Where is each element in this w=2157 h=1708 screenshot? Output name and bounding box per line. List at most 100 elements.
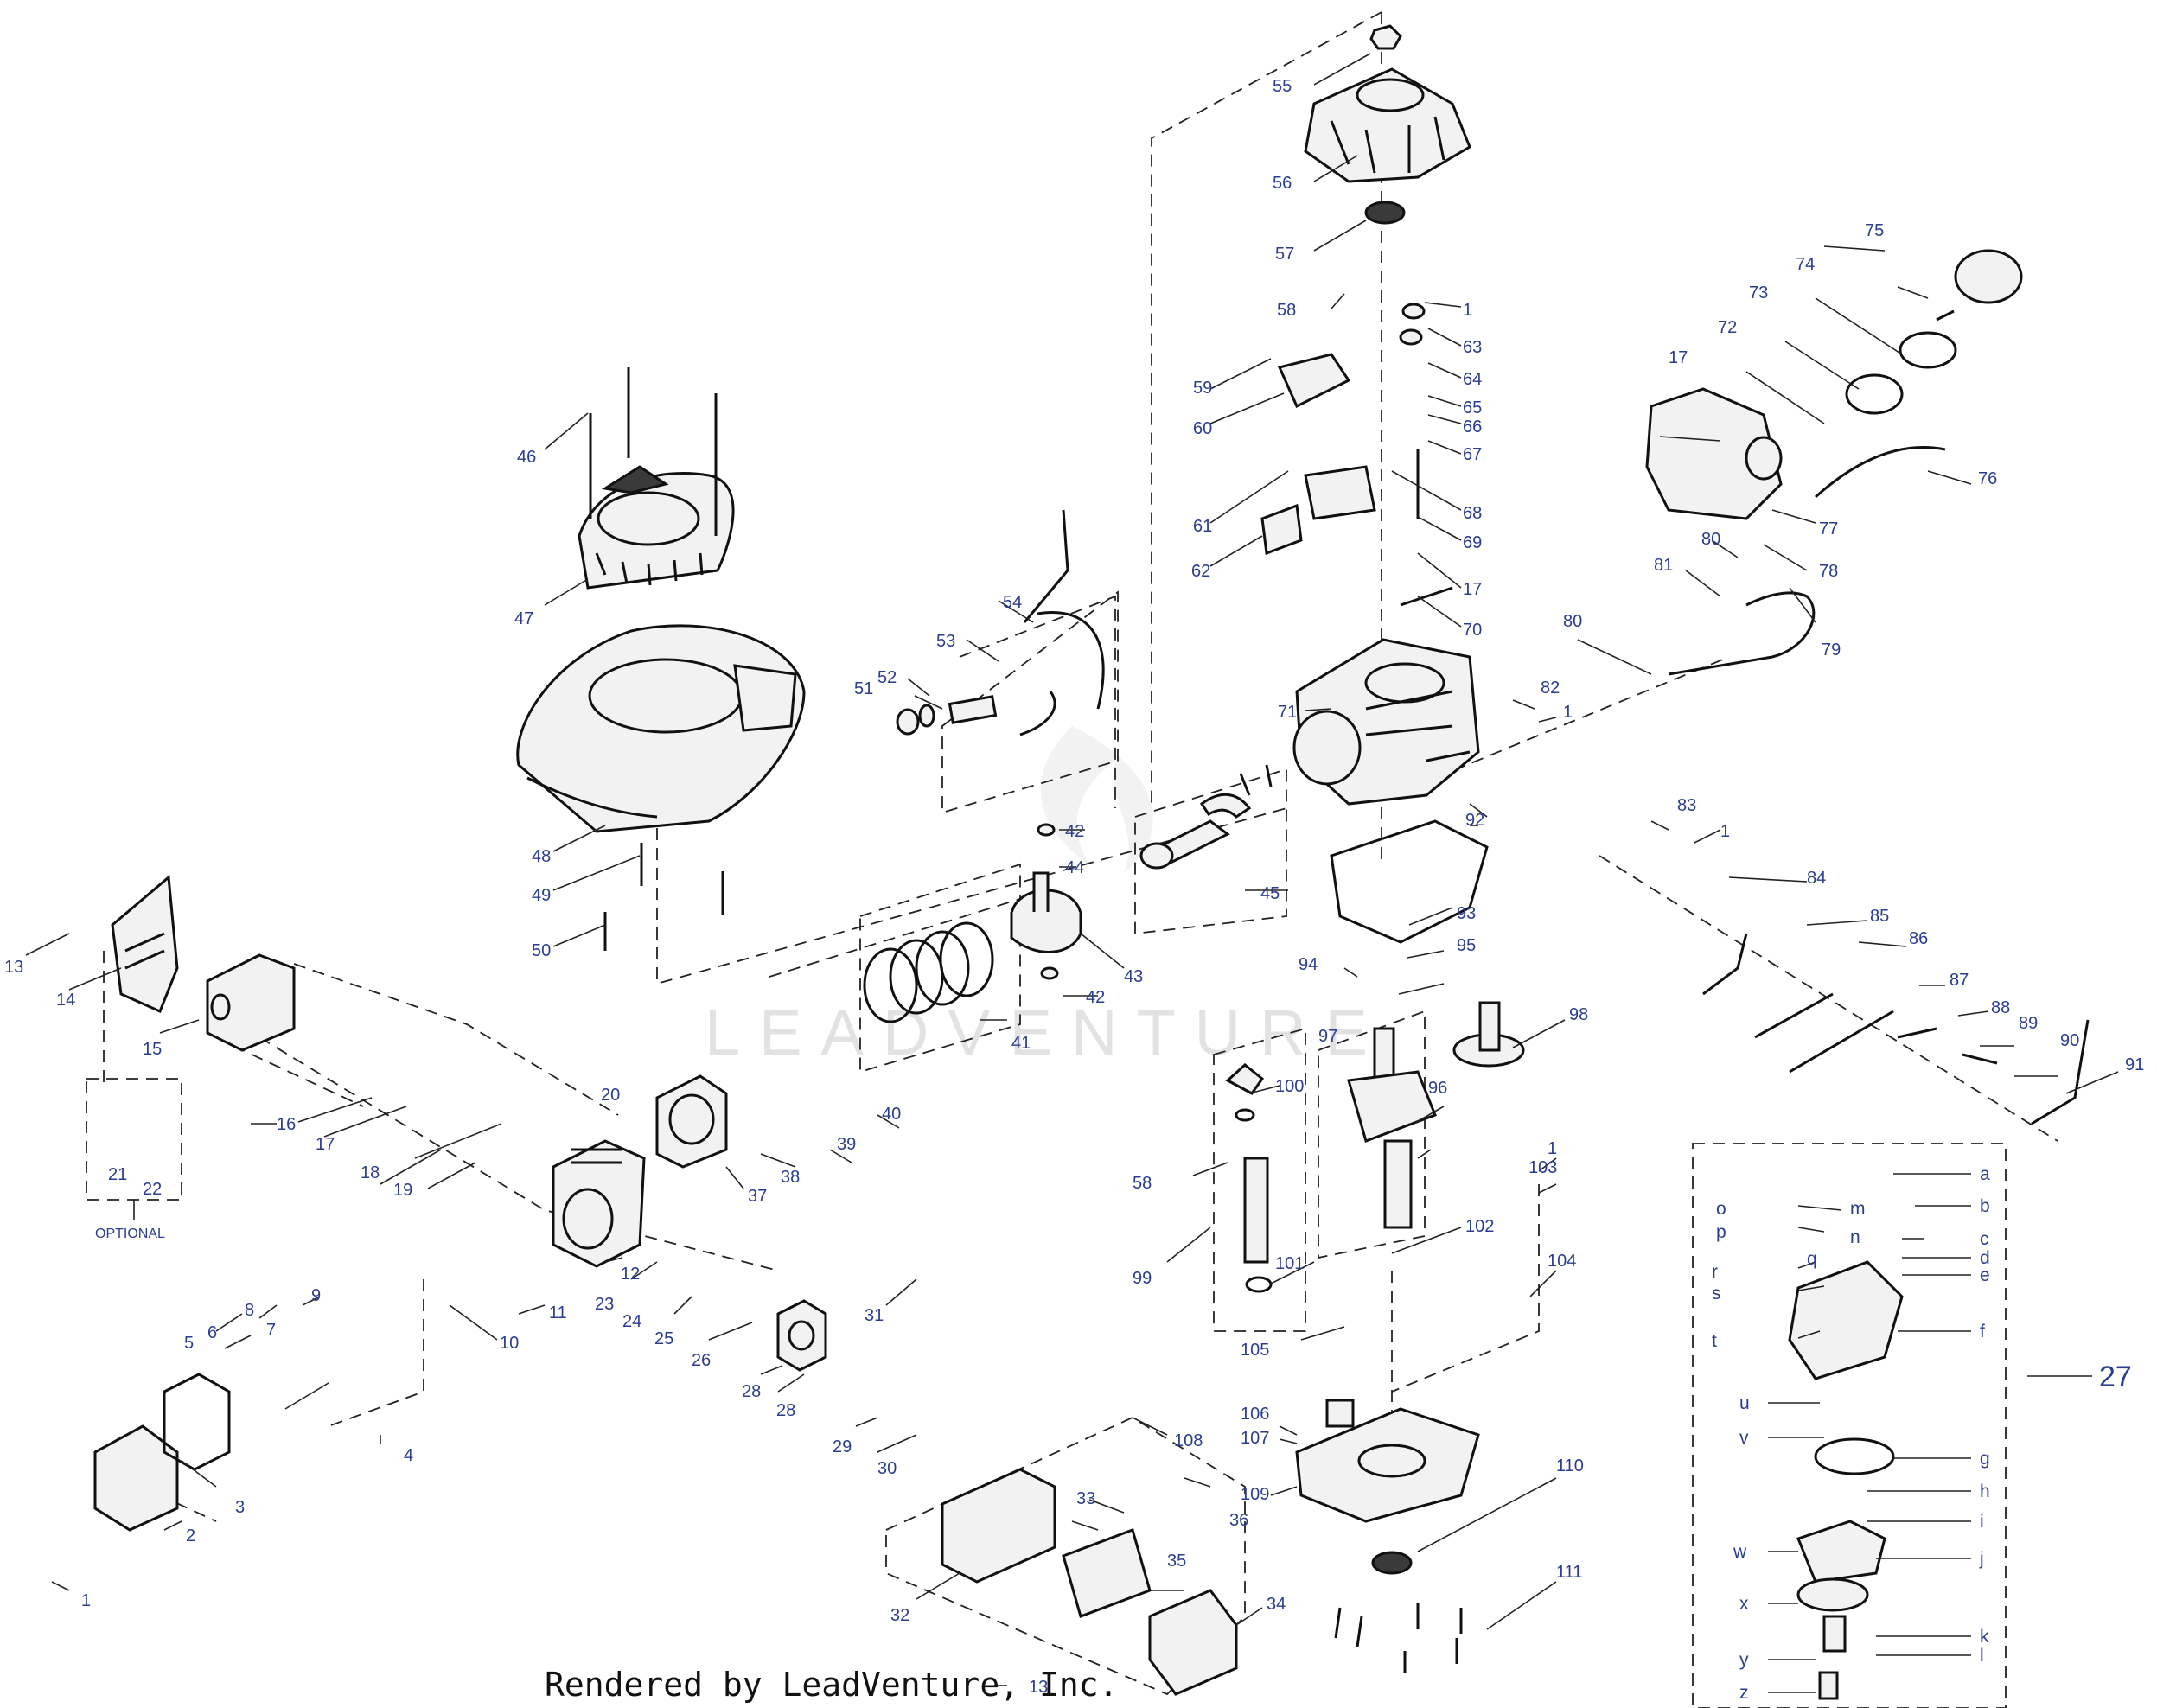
callout-17: 17 [1669,348,1688,367]
callout-70: 70 [1463,621,1482,640]
callout-80: 80 [1563,612,1582,631]
valve-cover-gasket-part [163,1373,231,1471]
sub-callout-c: c [1980,1229,1989,1249]
callout-1: 1 [1720,822,1730,841]
callout-67: 67 [1463,445,1482,464]
flywheel-nut-part [1369,24,1402,50]
cam-gear-part [1452,1001,1525,1068]
sub-callout-t: t [1712,1331,1717,1351]
callout-17: 17 [1463,580,1482,599]
sub-callout-f: f [1980,1322,1985,1342]
callout-42: 42 [1086,988,1105,1007]
sub-callout-u: u [1739,1393,1750,1413]
crankcase-gasket-part [1330,819,1489,944]
callout-34: 34 [1267,1595,1286,1614]
callout-71: 71 [1278,703,1297,722]
callout-3: 3 [235,1498,245,1517]
callout-109: 109 [1241,1485,1269,1504]
carburetor-detail-part [1788,1260,1904,1700]
callout-48: 48 [532,847,551,866]
sub-callout-o: o [1716,1199,1726,1219]
recoil-bolt-part [589,367,718,536]
carburetor-group-box [1692,1143,2007,1708]
crankshaft-part [1347,1027,1437,1229]
callout-95: 95 [1457,936,1476,955]
callout-28: 28 [776,1401,795,1420]
callout-69: 69 [1463,533,1482,552]
callout-91: 91 [2125,1055,2144,1074]
callout-59: 59 [1193,379,1212,398]
callout-64: 64 [1463,370,1482,389]
group-label-27: 27 [2099,1361,2132,1393]
callout-66: 66 [1463,417,1482,437]
sub-callout-l: l [1980,1646,1984,1666]
callout-10: 10 [500,1334,519,1353]
callout-75: 75 [1865,221,1884,240]
sub-callout-n: n [1850,1227,1860,1247]
callout-43: 43 [1124,967,1143,986]
callout-103: 103 [1528,1158,1557,1177]
callout-99: 99 [1133,1269,1152,1288]
sub-callout-z: z [1739,1683,1749,1703]
callout-50: 50 [532,941,551,960]
callout-110: 110 [1556,1456,1584,1475]
callout-61: 61 [1193,517,1212,536]
sub-callout-h: h [1980,1482,1990,1501]
callout-47: 47 [514,609,533,628]
callout-76: 76 [1978,469,1997,488]
muffler-shield-part [111,875,179,1014]
sub-callout-a: a [1980,1164,1990,1184]
callout-83: 83 [1677,796,1696,815]
carburetor-sub-callouts: a b c d e f g h i j k l m n o p q r s t … [1712,1164,1990,1703]
sub-callout-e: e [1980,1265,1990,1285]
callout-35: 35 [1167,1552,1186,1571]
breather-tube-part [896,509,1105,736]
callout-89: 89 [2019,1014,2038,1033]
callout-15: 15 [143,1040,162,1059]
callout-23: 23 [595,1295,614,1314]
piston-part [1010,871,1082,953]
sub-callout-i: i [1980,1512,1984,1532]
carburetor-part [776,1299,827,1372]
callout-53: 53 [936,632,955,651]
sub-callout-y: y [1739,1650,1749,1670]
callout-104: 104 [1548,1252,1576,1271]
callout-27: 28 [742,1382,761,1401]
callout-96: 96 [1428,1079,1447,1098]
callout-40: 40 [882,1105,901,1124]
callout-105: 105 [1241,1341,1269,1360]
fuel-line-part [1668,591,1816,676]
optional-label: OPTIONAL [95,1227,165,1241]
callout-73: 73 [1749,284,1768,303]
callout-38: 38 [781,1168,800,1187]
callout-41: 41 [1011,1034,1031,1053]
callout-21: 21 [108,1165,127,1184]
sub-callout-v: v [1739,1428,1749,1448]
callout-11: 11 [549,1303,567,1322]
callout-87: 87 [1950,971,1969,990]
callout-84: 84 [1807,869,1826,888]
sub-callout-g: g [1980,1449,1990,1469]
callout-24: 24 [622,1312,641,1331]
piston-rings-part [863,921,994,1023]
callout-78: 78 [1819,562,1838,581]
fuel-cap-part [1814,249,2023,499]
callout-39: 39 [837,1135,856,1154]
callout-92: 92 [1465,811,1484,830]
air-filter-part [941,1468,1238,1696]
callout-100: 100 [1275,1077,1304,1096]
callout-33: 33 [1076,1489,1095,1508]
callout-2: 2 [186,1526,195,1545]
callout-17: 17 [316,1135,335,1154]
callout-56: 56 [1273,174,1292,193]
callout-79: 79 [1822,640,1841,660]
credit-text: Rendered by LeadVenture, Inc. [545,1666,1118,1704]
watermark: LEADVENTURE [705,997,1387,1068]
sub-callout-k: k [1980,1627,1989,1647]
callout-108: 108 [1174,1431,1203,1450]
callout-88: 88 [1991,998,2010,1017]
callout-8: 8 [245,1301,254,1320]
sub-callout-b: b [1980,1196,1990,1216]
callout-31: 31 [865,1306,884,1325]
